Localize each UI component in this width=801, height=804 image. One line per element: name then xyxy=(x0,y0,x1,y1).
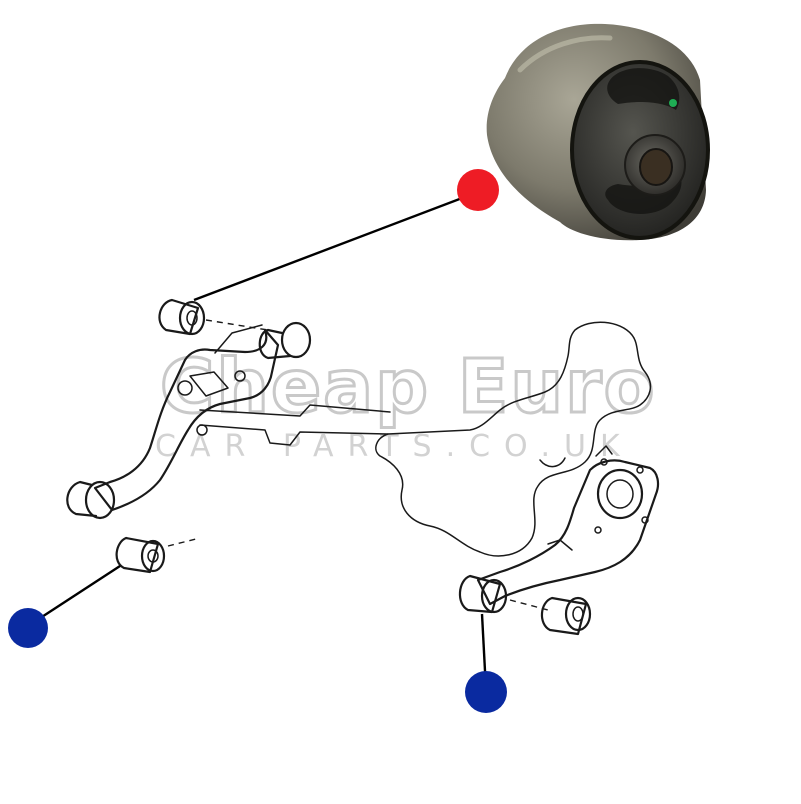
detached-bushing-upper xyxy=(158,298,206,336)
arm-bushing-left-front xyxy=(258,321,312,360)
bushing-photo xyxy=(486,23,710,241)
detached-bushing-lower-right xyxy=(540,596,592,636)
left-trailing-arm xyxy=(93,328,280,512)
right-hub-flange xyxy=(596,468,644,520)
arm-bushing-left-rear xyxy=(66,480,116,520)
bushing-green-mark xyxy=(669,99,677,107)
watermark-brand: Cheap Euro xyxy=(160,344,656,430)
detached-bushing-lower-left xyxy=(115,536,166,574)
blue-marker-left xyxy=(8,608,48,648)
subframe-drawing xyxy=(66,298,660,636)
watermark: Cheap Euro CAR PARTS.CO.UK xyxy=(155,343,656,465)
differential-outline xyxy=(375,321,652,557)
red-marker xyxy=(457,169,499,211)
leader-red xyxy=(193,190,479,302)
right-trailing-arm xyxy=(476,459,660,606)
blue-marker-right xyxy=(465,671,507,713)
arm-bushing-right xyxy=(458,574,508,614)
callouts xyxy=(8,169,507,713)
bushing-bore xyxy=(640,149,672,185)
